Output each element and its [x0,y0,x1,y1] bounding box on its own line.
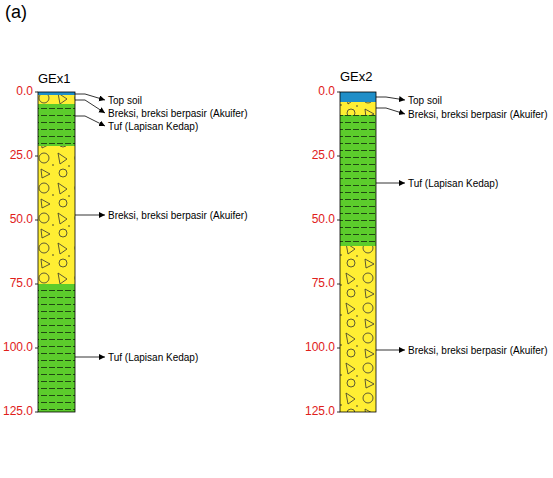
column-title: (a) [5,3,27,23]
depth-tick-label: 125.0 [305,405,335,418]
leader-line [75,94,105,100]
layer-label: Breksi, breksi berpasir (Akuifer) [108,210,247,221]
layer-label: Top soil [108,95,142,106]
leader-lines [75,94,405,357]
depth-tick-label: 25.0 [10,149,33,162]
layer-label: Tuf (Lapisan Kedap) [108,121,198,132]
layer-label: Breksi, breksi berpasir (Akuifer) [408,345,547,356]
layer-label: Breksi, breksi berpasir (Akuifer) [108,108,247,119]
leader-line [376,97,405,100]
leader-line [75,357,105,358]
depth-tick-label: 0.0 [318,85,335,98]
leader-line [376,183,405,184]
leader-line [75,116,105,126]
leader-line [75,215,105,216]
column-title: GEx1 [38,72,71,86]
layer-label: Breksi, breksi berpasir (Akuifer) [408,109,547,120]
column-gex1 [35,92,75,412]
column-gex2 [337,92,376,412]
depth-tick-label: 100.0 [305,341,335,354]
depth-tick-label: 50.0 [10,213,33,226]
layer-label: Top soil [408,95,442,106]
layer-label: Tuf (Lapisan Kedap) [108,352,198,363]
depth-tick-label: 100.0 [3,341,33,354]
depth-tick-label: 75.0 [10,277,33,290]
leader-line [75,100,105,113]
layer-label: Tuf (Lapisan Kedap) [408,178,498,189]
leader-line [376,108,405,114]
leader-line [376,350,405,351]
column-title: GEx2 [340,70,373,84]
depth-tick-label: 0.0 [16,85,33,98]
depth-tick-label: 25.0 [312,149,335,162]
depth-tick-label: 75.0 [312,277,335,290]
depth-tick-label: 125.0 [3,405,33,418]
depth-tick-label: 50.0 [312,213,335,226]
